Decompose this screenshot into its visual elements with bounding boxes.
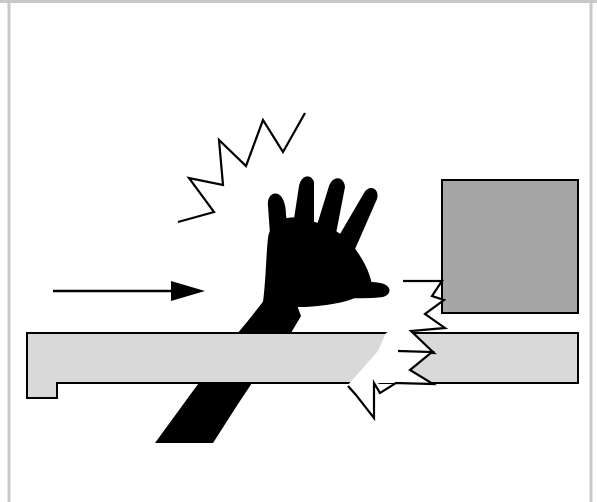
impact-burst-upper-icon [178, 113, 305, 222]
direction-arrow-icon [53, 281, 205, 301]
table-slab [27, 333, 578, 398]
index-finger [268, 194, 290, 249]
arrow-head [171, 281, 205, 301]
hand-silhouette-icon [155, 176, 390, 443]
moving-block [442, 180, 578, 313]
middle-finger [290, 176, 314, 245]
